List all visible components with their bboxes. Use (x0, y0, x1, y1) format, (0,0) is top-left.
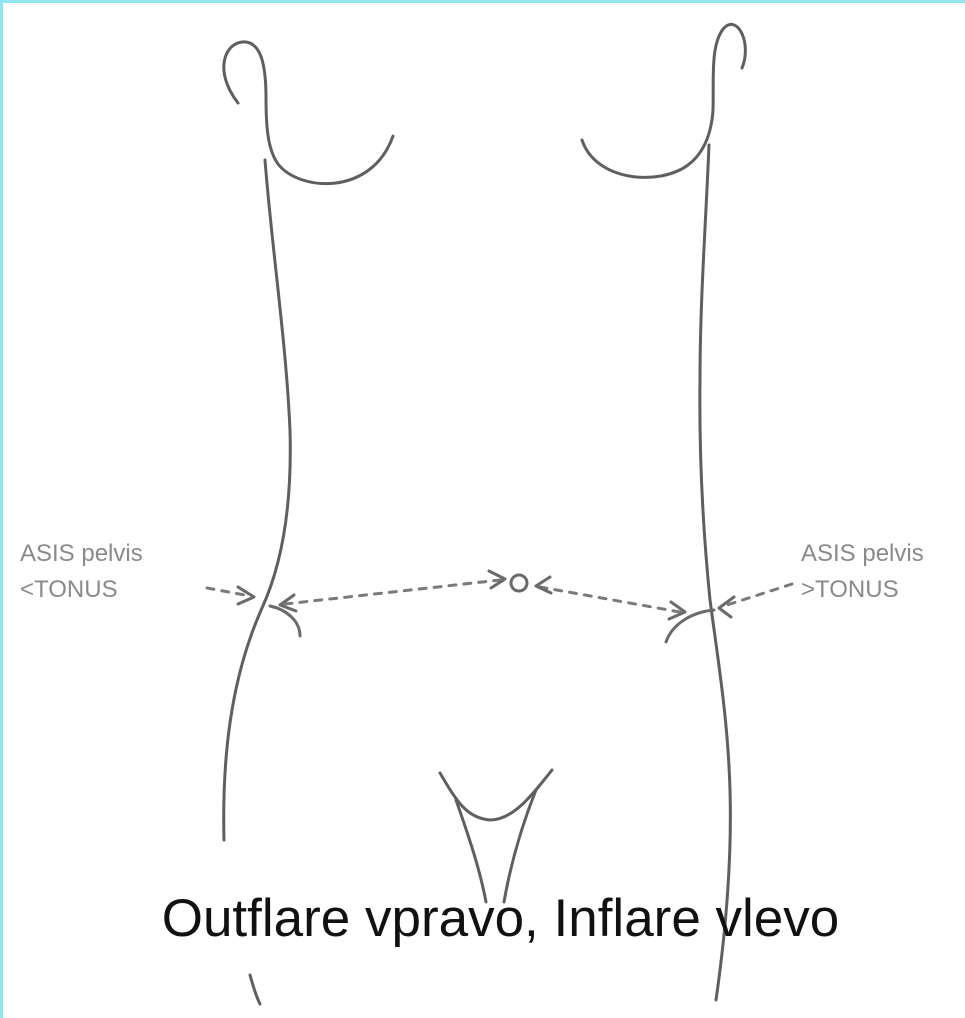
right-torso-outline (700, 145, 731, 1000)
left-asis-label: ASIS pelvis (20, 537, 143, 570)
center-right-arrowhead-icon (536, 577, 551, 593)
left-torso-outline (224, 160, 291, 840)
right-external-dotted-arrow (724, 584, 792, 606)
right-external-arrowhead-icon (719, 597, 734, 617)
right-tonus-label: >TONUS (801, 573, 899, 606)
center-circle-icon (511, 575, 527, 591)
right-asis-label: ASIS pelvis (801, 537, 924, 570)
left-to-center-dotted-arrow (285, 580, 500, 604)
caption: Outflare vpravo, Inflare vlevo (0, 885, 965, 953)
left-hip-lower-outline (250, 975, 260, 1004)
left-tonus-label: <TONUS (20, 573, 118, 606)
right-shoulder-outline (582, 24, 745, 177)
right-asis-mark (666, 610, 714, 642)
center-to-right-dotted-arrow (540, 587, 680, 612)
left-shoulder-outline (224, 42, 393, 184)
